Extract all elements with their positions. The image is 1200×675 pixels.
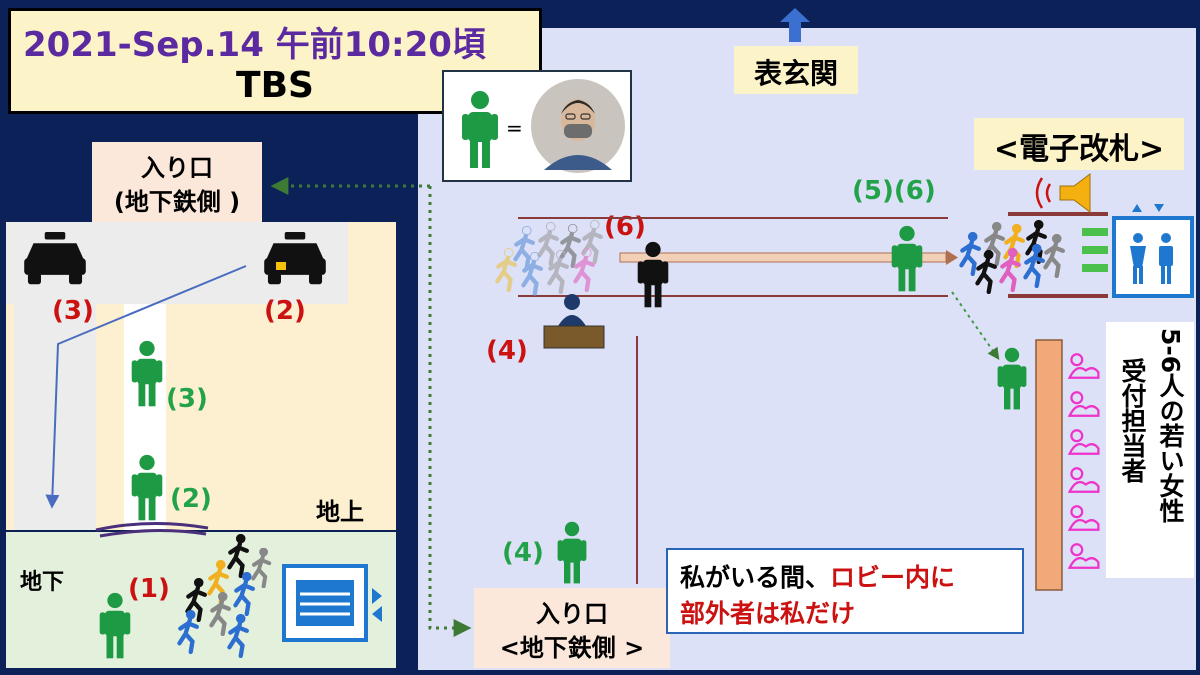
title-venue: TBS xyxy=(236,65,314,106)
speaker-icon xyxy=(1035,173,1091,213)
person-icon xyxy=(637,241,669,308)
elevator-icon xyxy=(282,564,382,642)
receptionist-icon xyxy=(1068,391,1100,417)
dotted-path-reception xyxy=(951,291,1000,360)
upper-entrance-label: 入り口 (地下鉄側 ) xyxy=(92,142,262,222)
receptionist-icon xyxy=(1068,467,1100,493)
marker-2-red: (2) xyxy=(264,296,306,326)
title-box: 2021-Sep.14 午前10:20頃 TBS xyxy=(8,8,542,114)
person-icon xyxy=(891,225,923,292)
manhole-icon xyxy=(95,521,209,538)
electronic-gate xyxy=(1008,212,1108,298)
crowd-icon xyxy=(497,220,600,294)
person-icon xyxy=(131,340,163,407)
receptionist-icon xyxy=(1068,429,1100,455)
marker-1: (1) xyxy=(128,574,170,604)
reception-label: 5-6人の若い女性 受付担当者 xyxy=(1106,322,1194,578)
note-line2: 部外者は私だけ xyxy=(680,599,856,628)
note-box: 私がいる間、ロビー内に 部外者は私だけ xyxy=(666,548,1024,634)
person-icon xyxy=(131,454,163,521)
dotted-path-entrances xyxy=(428,186,472,637)
person-icon xyxy=(997,347,1027,410)
marker-4-red: (4) xyxy=(486,336,528,366)
person-icon xyxy=(557,521,587,584)
marker-3-red: (3) xyxy=(52,296,94,326)
above-ground-label: 地上 xyxy=(316,498,364,526)
portrait-photo xyxy=(531,79,625,173)
receptionist-icon xyxy=(1068,505,1100,531)
crowd-icon xyxy=(961,220,1062,292)
marker-56-green: (5)(6) xyxy=(852,176,936,206)
reception-desk xyxy=(1035,339,1063,591)
taxi-icon xyxy=(24,232,86,285)
elevator-icon xyxy=(1112,204,1194,298)
crowd-icon xyxy=(179,534,272,656)
legend-box: = xyxy=(442,70,632,182)
gate-corridor xyxy=(518,217,958,297)
person-icon xyxy=(99,592,131,659)
gate-label: <電子改札> xyxy=(974,118,1184,170)
marker-4-green: (4) xyxy=(502,538,544,568)
reception-line1: 5-6人の若い女性 xyxy=(1156,328,1185,524)
lower-entrance-label: 入り口 <地下鉄側 > xyxy=(474,588,670,668)
underground-label: 地下 xyxy=(20,570,65,595)
taxi-route xyxy=(45,265,247,509)
marker-2-green: (2) xyxy=(170,484,212,514)
receptionist-icon xyxy=(1068,543,1100,569)
arrow-up-icon xyxy=(780,8,810,42)
note-part2: ロビー内に xyxy=(830,563,956,592)
front-entrance-label: 表玄関 xyxy=(734,46,858,94)
legend-equals: = xyxy=(506,116,523,140)
taxi-icon xyxy=(264,232,326,285)
person-icon xyxy=(462,91,498,168)
note-part1: 私がいる間、 xyxy=(680,563,831,592)
receptionist-icon xyxy=(1068,353,1100,379)
reception-line2: 受付担当者 xyxy=(1118,358,1147,483)
marker-3-green: (3) xyxy=(166,384,208,414)
title-datetime: 2021-Sep.14 午前10:20頃 xyxy=(23,25,486,65)
guard-icon xyxy=(543,294,605,349)
